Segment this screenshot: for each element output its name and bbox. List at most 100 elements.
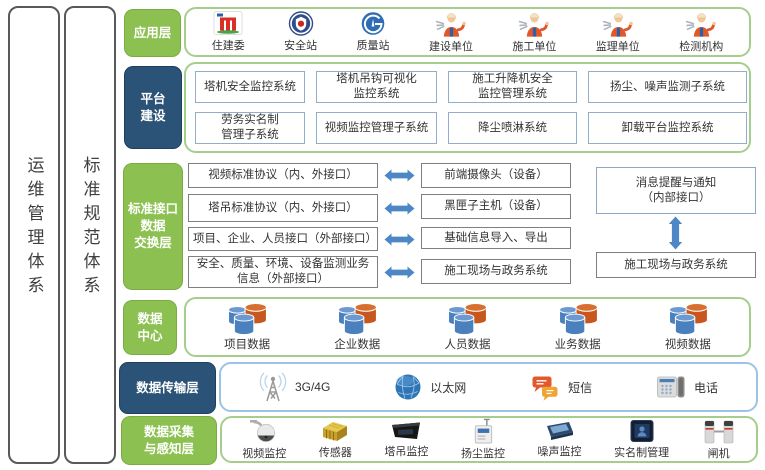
transmission-item-label: 短信: [568, 380, 593, 395]
transmission-item-label: 以太网: [430, 380, 467, 395]
app-item-anquanzhan: 安全站: [284, 11, 317, 53]
datacenter-item-label: 人员数据: [444, 338, 491, 351]
double-arrow-icon: [384, 169, 415, 182]
datacenter-item-label: 视频数据: [664, 338, 711, 351]
ops-management-bar: 运维管理体系: [8, 6, 60, 464]
platform-box: 视频监控管理子系统: [316, 112, 437, 144]
platform-box: 塔机吊钩可视化 监控系统: [316, 71, 437, 103]
collection-item-crane: 塔吊监控: [384, 421, 428, 459]
interface-left-box: 项目、企业、人员接口（外部接口）: [188, 227, 378, 251]
collection-item-label: 噪声监控: [537, 446, 582, 458]
datacenter-layer-container: 项目数据 企业数据: [184, 297, 751, 357]
platform-box: 卸载平台监控系统: [588, 112, 747, 144]
database-cluster-icon: [558, 302, 598, 335]
interface-left-box: 视频标准协议（内、外接口）: [188, 163, 378, 188]
database-cluster-icon: [448, 302, 488, 335]
transmission-item-sms: 短信: [530, 374, 592, 401]
platform-box: 施工升降机安全 监控管理系统: [448, 71, 577, 103]
platform-layer-label: 平台 建设: [124, 66, 182, 149]
datacenter-item: 项目数据: [224, 302, 271, 352]
app-item-label: 建设单位: [428, 40, 473, 53]
platform-box: 降尘喷淋系统: [448, 112, 577, 144]
collection-item-label: 塔吊监控: [384, 445, 429, 458]
phone-icon: [657, 376, 685, 398]
standards-label: 标准规范体系: [80, 156, 100, 300]
platform-box: 扬尘、噪声监测子系统: [588, 71, 747, 103]
gov-building-icon: [213, 11, 243, 35]
interface-middle-box: 基础信息导入、导出: [421, 227, 571, 249]
interface-left-box: 塔吊标准协议（内、外接口）: [188, 194, 378, 222]
datacenter-item-label: 企业数据: [334, 338, 381, 351]
datacenter-item-label: 业务数据: [554, 338, 601, 351]
transmission-item-3g4g: 3G/4G: [259, 372, 330, 402]
app-item-jianshedanwei: 建设单位: [429, 11, 473, 54]
app-layer-container: 住建委 安全站 质量站: [184, 7, 751, 57]
double-arrow-icon: [384, 266, 415, 279]
interface-left-box: 安全、质量、环境、设备监测业务 信息（外部接口）: [188, 256, 378, 288]
app-item-label: 检测机构: [679, 40, 724, 53]
interface-middle-box: 黑匣子主机（设备）: [421, 194, 571, 219]
platform-layer-container: 塔机安全监控系统 塔机吊钩可视化 监控系统 施工升降机安全 监控管理系统 扬尘、…: [184, 62, 751, 153]
safety-badge-icon: [288, 11, 313, 36]
crane-monitor-icon: [392, 422, 421, 439]
standards-bar: 标准规范体系: [64, 6, 116, 464]
app-item-label: 施工单位: [512, 40, 557, 53]
app-item-jiancejigou: 检测机构: [679, 11, 723, 54]
datacenter-item: 人员数据: [444, 302, 491, 352]
datacenter-layer-label: 数据 中心: [123, 300, 177, 355]
datacenter-item: 企业数据: [334, 302, 381, 352]
quality-emblem-icon: [361, 12, 385, 35]
dust-monitor-icon: [474, 418, 493, 444]
globe-icon: [395, 374, 421, 400]
collection-layer-label: 数据采集 与感知层: [121, 416, 217, 465]
worker-icon: [602, 12, 633, 37]
transmission-item-ethernet: 以太网: [394, 373, 466, 401]
interface-middle-box: 前端摄像头（设备）: [421, 163, 571, 188]
transmission-item-phone: 电话: [656, 375, 718, 399]
datacenter-item-label: 项目数据: [224, 338, 271, 351]
interface-middle-box: 施工现场与政务系统: [421, 259, 571, 284]
datacenter-item: 视频数据: [664, 302, 711, 352]
dome-camera-icon: [250, 419, 276, 442]
app-item-zhiliangzhan: 质量站: [357, 11, 390, 53]
transmission-layer-container: 3G/4G 以太网: [219, 362, 758, 412]
worker-icon: [435, 12, 466, 37]
app-item-zhujianwei: 住建委: [212, 11, 245, 53]
collection-layer-container: 视频监控 传感器 塔吊监控: [220, 416, 758, 463]
collection-item-label: 扬尘监控: [460, 448, 505, 460]
realname-terminal-icon: [630, 420, 654, 442]
collection-item-label: 闸机: [707, 448, 730, 460]
app-item-jianlidanwei: 监理单位: [596, 11, 640, 54]
collection-item-realname: 实名制管理: [614, 419, 669, 460]
collection-item-dust: 扬尘监控: [461, 418, 505, 461]
ops-management-label: 运维管理体系: [24, 156, 44, 300]
app-item-shigongdanwei: 施工单位: [512, 11, 556, 54]
platform-box: 劳务实名制 管理子系统: [195, 112, 305, 144]
collection-item-sensor: 传感器: [319, 419, 352, 460]
transmission-layer-label: 数据传输层: [119, 362, 216, 414]
database-cluster-icon: [338, 302, 378, 335]
transmission-item-label: 电话: [694, 380, 719, 395]
app-item-label: 质量站: [356, 40, 390, 52]
double-arrow-icon: [384, 202, 415, 215]
antenna-icon: [259, 372, 287, 402]
worker-icon: [519, 12, 550, 37]
platform-box: 塔机安全监控系统: [195, 71, 305, 103]
collection-item-label: 传感器: [318, 447, 352, 459]
worker-icon: [686, 12, 717, 37]
interface-right-bottom-box: 施工现场与政务系统: [596, 252, 756, 278]
app-item-label: 住建委: [211, 40, 245, 52]
turnstile-icon: [704, 420, 733, 444]
transmission-item-label: 3G/4G: [294, 380, 331, 394]
collection-item-label: 实名制管理: [614, 447, 670, 459]
double-arrow-icon: [384, 233, 415, 246]
app-item-label: 安全站: [284, 40, 318, 52]
app-item-label: 监理单位: [595, 40, 640, 53]
vertical-double-arrow-icon: [668, 216, 683, 250]
sms-icon: [532, 376, 558, 401]
collection-item-gate: 闸机: [702, 418, 736, 461]
collection-item-noise: 噪声监控: [538, 420, 582, 459]
interface-layer-label: 标准接口 数据 交换层: [123, 163, 183, 290]
datacenter-item: 业务数据: [554, 302, 601, 352]
